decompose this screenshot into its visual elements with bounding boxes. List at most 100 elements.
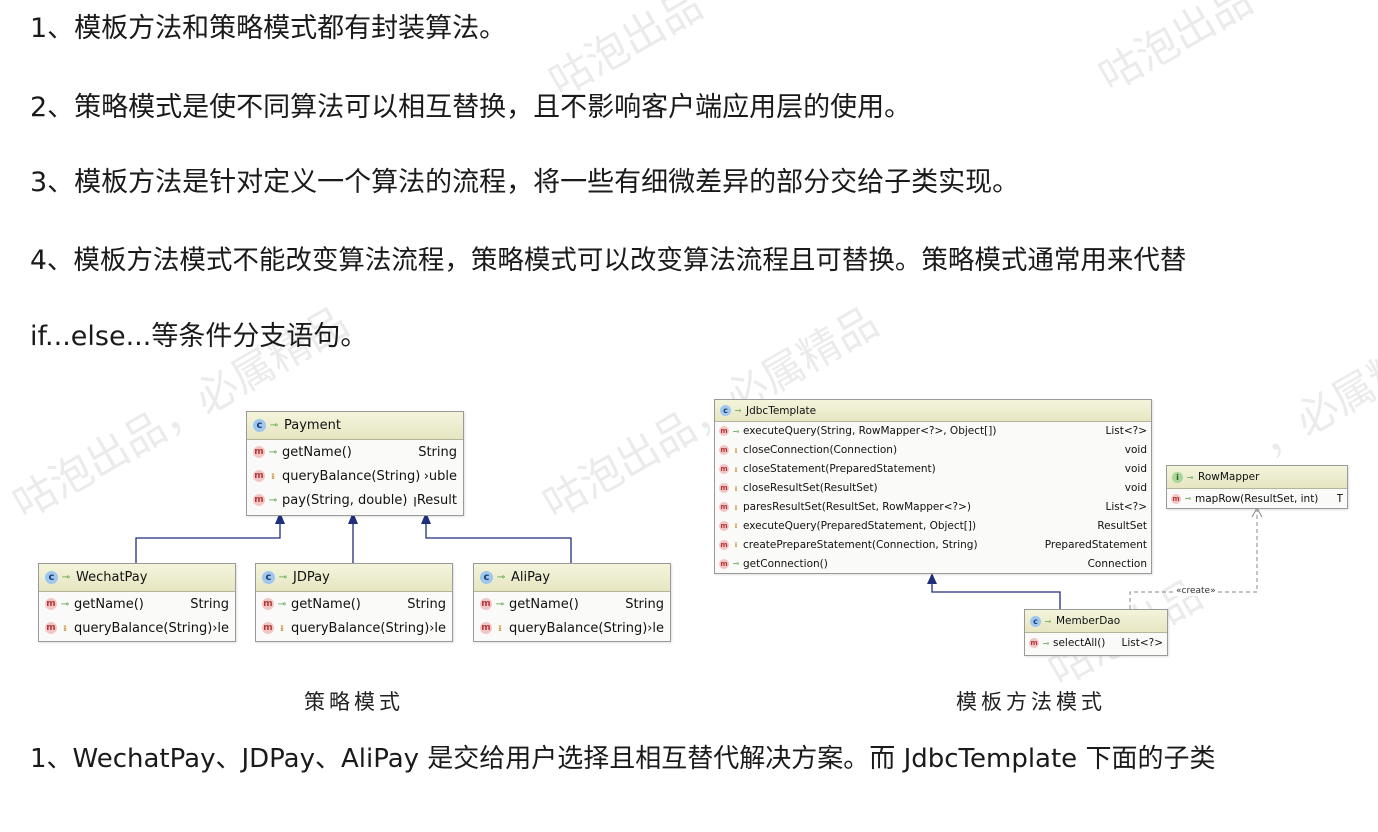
interface-name: RowMapper	[1198, 471, 1260, 483]
class-icon: c	[480, 571, 493, 584]
protected-visibility-icon: ᵻ	[734, 464, 738, 474]
method-icon: m	[719, 502, 729, 512]
watermark: ，必属精	[1250, 339, 1378, 467]
method-icon: m	[253, 470, 265, 482]
method-name: queryBalance(String)	[291, 620, 430, 636]
public-visibility-icon: ⊸	[1184, 494, 1192, 503]
method-name: mapRow(ResultSet, int)	[1195, 492, 1319, 505]
uml-class-wechatpay: c ⊸ WechatPay m ⊸ getName() String m ᵻ q…	[38, 563, 236, 642]
method-return-type: ›uble	[423, 468, 457, 484]
method-return-type: String	[190, 596, 229, 612]
method-return-type: void	[1124, 482, 1147, 495]
public-visibility-icon: ⊸	[732, 559, 740, 569]
class-name: JdbcTemplate	[746, 404, 817, 417]
method-return-type: List<?>	[1121, 637, 1163, 649]
method-name: selectAll()	[1053, 637, 1106, 649]
method-name: executeQuery(PreparedStatement, Object[]…	[743, 519, 977, 532]
method-name: closeStatement(PreparedStatement)	[743, 463, 936, 476]
method-return-type: List<?>	[1105, 501, 1147, 513]
public-visibility-icon: ⊸	[60, 598, 70, 610]
method-icon: m	[719, 464, 729, 475]
method-return-type: ›le	[212, 620, 229, 636]
watermark: 咕泡出品	[1090, 0, 1261, 102]
strategy-pattern-caption: 策略模式	[304, 690, 404, 714]
protected-visibility-icon: ᵻ	[271, 470, 275, 482]
method-icon: m	[719, 445, 729, 456]
method-return-type: ResultSet	[1097, 519, 1147, 532]
method-icon: m	[719, 426, 729, 437]
method-return-type: T	[1336, 492, 1343, 505]
method-icon: m	[719, 558, 729, 569]
protected-visibility-icon: ᵻ	[498, 622, 502, 634]
method-name: getConnection()	[743, 557, 828, 570]
paragraph-3: 3、模板方法是针对定义一个算法的流程，将一些有细微差异的部分交给子类实现。	[30, 167, 1020, 198]
public-visibility-icon: ⊸	[734, 406, 742, 415]
method-name: paresResultSet(ResultSet, RowMapper<?>)	[743, 501, 971, 513]
protected-visibility-icon: ᵻ	[63, 622, 67, 634]
uml-class-jdbctemplate: c ⊸ JdbcTemplate m ⊸ executeQuery(String…	[714, 399, 1152, 574]
interface-icon: i	[1172, 471, 1183, 483]
method-return-type: PreparedStatement	[1044, 538, 1147, 551]
method-icon: m	[262, 622, 274, 634]
method-icon: m	[719, 539, 729, 550]
class-icon: c	[720, 405, 731, 416]
class-name: MemberDao	[1056, 615, 1121, 627]
method-icon: m	[719, 483, 729, 494]
class-icon: c	[262, 571, 275, 584]
protected-visibility-icon: ᵻ	[734, 521, 738, 531]
method-return-type: ןResult	[413, 492, 457, 508]
method-name: getName()	[74, 596, 144, 612]
method-name: closeConnection(Connection)	[743, 444, 898, 457]
create-arrowhead	[1251, 506, 1263, 518]
wechat-generalization-line	[135, 520, 281, 563]
uml-class-alipay: c ⊸ AliPay m ⊸ getName() String m ᵻ quer…	[473, 563, 671, 642]
method-icon: m	[1171, 493, 1181, 504]
create-dependency-label: «create»	[1175, 586, 1217, 596]
protected-visibility-icon: ᵻ	[734, 445, 738, 455]
public-visibility-icon: ⊸	[277, 598, 287, 610]
method-return-type: ›le	[647, 620, 664, 636]
ali-generalization-line	[425, 520, 572, 563]
protected-visibility-icon: ᵻ	[734, 502, 738, 512]
method-icon: m	[253, 446, 265, 458]
method-name: queryBalance(String)	[509, 620, 648, 636]
method-icon: m	[1029, 638, 1039, 648]
method-icon: m	[480, 598, 492, 610]
class-icon: c	[45, 571, 58, 584]
protected-visibility-icon: ᵻ	[280, 622, 284, 634]
paragraph-5: if...else...等条件分支语句。	[30, 321, 368, 352]
method-icon: m	[45, 622, 57, 634]
method-return-type: String	[418, 444, 457, 460]
footer-paragraph: 1、WechatPay、JDPay、AliPay 是交给用户选择且相互替代解决方…	[30, 744, 1216, 774]
method-return-type: String	[407, 596, 446, 612]
public-visibility-icon: ⊸	[269, 420, 279, 431]
method-name: pay(String, double)	[282, 492, 408, 508]
method-name: queryBalance(String)	[74, 620, 213, 636]
interface-icon: c	[253, 419, 266, 432]
class-name: JDPay	[293, 570, 330, 585]
paragraph-1: 1、模板方法和策略模式都有封装算法。	[30, 13, 507, 44]
method-return-type: ›le	[429, 620, 446, 636]
class-name: Payment	[284, 418, 341, 433]
protected-visibility-icon: ᵻ	[734, 483, 738, 493]
uml-interface-rowmapper: i ⊸ RowMapper m ⊸ mapRow(ResultSet, int)…	[1166, 465, 1348, 509]
paragraph-4: 4、模板方法模式不能改变算法流程，策略模式可以改变算法流程且可替换。策略模式通常…	[30, 245, 1187, 276]
jdbc-arrowhead	[927, 573, 937, 584]
public-visibility-icon: ⊸	[496, 572, 506, 583]
method-name: getName()	[509, 596, 579, 612]
method-return-type: Connection	[1087, 557, 1147, 570]
method-name: createPrepareStatement(Connection, Strin…	[743, 538, 978, 551]
template-method-caption: 模板方法模式	[956, 690, 1106, 714]
public-visibility-icon: ⊸	[732, 426, 740, 436]
method-icon: m	[253, 494, 265, 506]
public-visibility-icon: ⊸	[268, 494, 278, 506]
method-name: executeQuery(String, RowMapper<?>, Objec…	[743, 425, 997, 438]
method-name: closeResultSet(ResultSet)	[743, 482, 878, 495]
method-name: getName()	[282, 444, 352, 460]
uml-class-jdpay: c ⊸ JDPay m ⊸ getName() String m ᵻ query…	[255, 563, 453, 642]
method-return-type: void	[1124, 444, 1147, 457]
method-icon: m	[45, 598, 57, 610]
public-visibility-icon: ⊸	[61, 572, 71, 583]
public-visibility-icon: ⊸	[1044, 616, 1052, 626]
class-name: WechatPay	[76, 570, 148, 585]
